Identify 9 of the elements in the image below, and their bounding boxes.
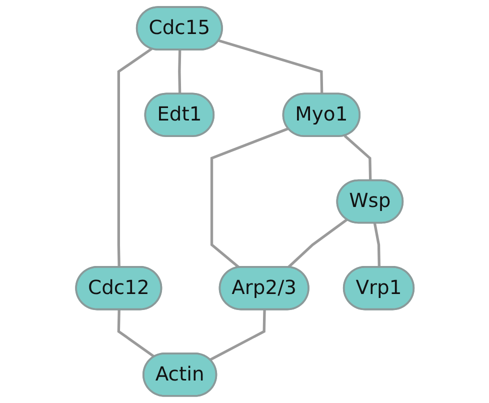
connector	[116, 310, 155, 358]
connector	[287, 218, 348, 268]
connector	[373, 222, 380, 268]
connector	[116, 48, 152, 268]
connector	[218, 39, 323, 94]
connector	[209, 310, 266, 361]
connector	[210, 127, 288, 268]
connector	[178, 50, 181, 94]
connector	[343, 134, 372, 181]
